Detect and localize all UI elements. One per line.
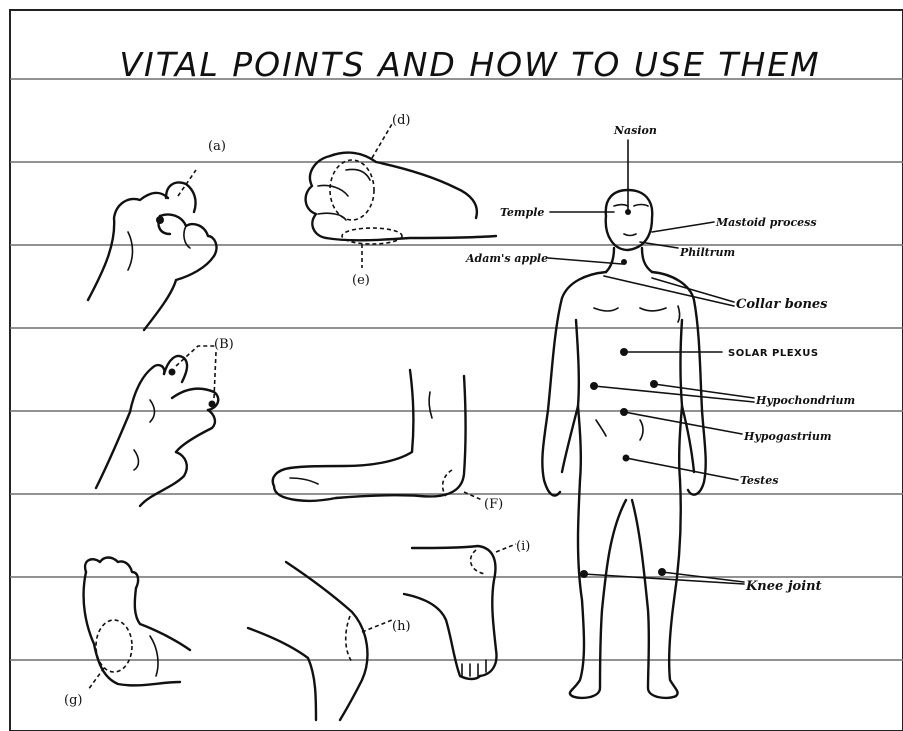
human-body-drawing — [542, 190, 705, 698]
ruled-lines — [10, 79, 903, 660]
label-f: (F) — [484, 497, 503, 512]
label-collar-bones: Collar bones — [736, 297, 828, 312]
label-e: (e) — [352, 273, 370, 288]
label-philtrum: Philtrum — [679, 246, 735, 259]
bent-arm-drawing — [273, 370, 482, 501]
label-i: (i) — [516, 539, 530, 554]
fist-thumb-drawing — [88, 170, 216, 330]
label-knee-joint: Knee joint — [745, 579, 822, 594]
label-nasion: Nasion — [613, 124, 657, 137]
label-temple: Temple — [500, 206, 544, 219]
label-h: (h) — [392, 619, 411, 634]
label-d: (d) — [392, 113, 410, 128]
page-title: VITAL POINTS AND HOW TO USE THEM — [119, 45, 820, 84]
label-mastoid-process: Mastoid process — [715, 216, 817, 229]
label-hypochondrium: Hypochondrium — [755, 394, 855, 407]
label-solar-plexus: SOLAR PLEXUS — [728, 348, 819, 359]
label-b: (B) — [214, 337, 234, 352]
ankle-drawing — [404, 544, 516, 679]
label-testes: Testes — [740, 474, 778, 487]
page-border — [10, 10, 903, 731]
label-adams-apple: Adam's apple — [465, 252, 548, 265]
label-g: (g) — [64, 693, 82, 708]
open-hand-drawing — [96, 346, 218, 506]
fist-side-drawing — [306, 124, 496, 268]
label-hypogastrium: Hypogastrium — [743, 430, 832, 443]
knee-drawing — [248, 562, 392, 720]
label-a: (a) — [208, 139, 226, 154]
